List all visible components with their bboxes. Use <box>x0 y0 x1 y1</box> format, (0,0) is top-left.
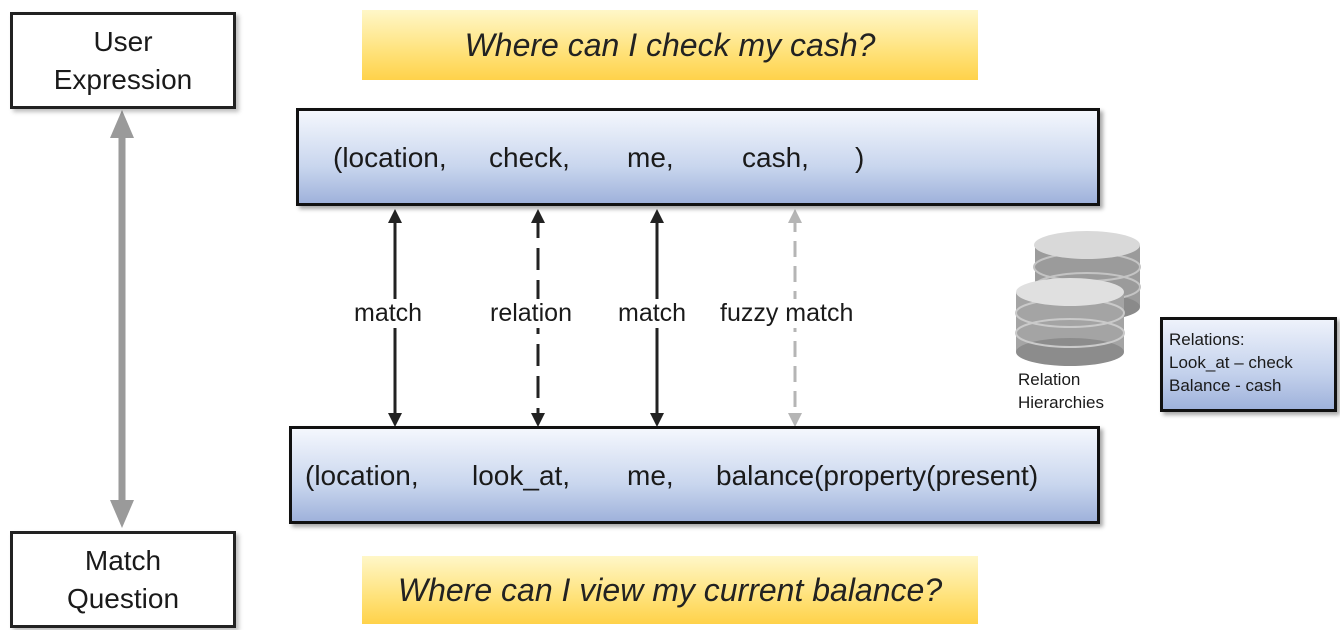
top-question-text: Where can I check my cash? <box>464 26 876 63</box>
user-expression-line2: Expression <box>53 63 193 95</box>
match-question-box: Match Question <box>10 531 236 628</box>
bottom-question-box: Where can I view my current balance? <box>362 556 978 624</box>
match-question-line1: Match <box>84 544 162 576</box>
user-expression-line1: User <box>93 25 153 57</box>
db-caption-line2: Hierarchies <box>1018 393 1104 412</box>
database-icon <box>1015 231 1141 366</box>
relation-label: relation <box>488 299 574 328</box>
match-label-2: match <box>616 299 689 328</box>
bottom-tuple-me: me, <box>627 460 674 491</box>
relations-line-1: Look_at – check <box>1169 353 1293 372</box>
top-tuple-me: me, <box>627 142 674 173</box>
fuzzy-match-label: fuzzy match <box>718 299 856 328</box>
user-expression-box: User Expression <box>10 12 236 109</box>
bottom-tuple-balance: balance(property(present) <box>716 460 1039 491</box>
top-question-box: Where can I check my cash? <box>362 10 978 80</box>
top-tuple-close: ) <box>855 142 865 173</box>
top-tuple-box: (location, check, me, cash, ) <box>296 108 1100 206</box>
bottom-tuple-location: (location, <box>305 460 419 491</box>
match-question-line2: Question <box>66 582 180 614</box>
bottom-question-text: Where can I view my current balance? <box>397 571 943 608</box>
top-tuple-cash: cash, <box>742 142 809 173</box>
relations-line-2: Balance - cash <box>1169 376 1282 395</box>
match-label-1: match <box>352 299 425 328</box>
relations-box: Relations: Look_at – check Balance - cas… <box>1160 317 1337 412</box>
top-tuple-check: check, <box>489 142 570 173</box>
bottom-tuple-look-at: look_at, <box>472 460 571 491</box>
db-caption-line1: Relation <box>1018 370 1081 389</box>
top-tuple-location: (location, <box>333 142 447 173</box>
relations-title: Relations: <box>1169 330 1245 349</box>
bottom-tuple-box: (location, look_at, me, balance(property… <box>289 426 1100 524</box>
